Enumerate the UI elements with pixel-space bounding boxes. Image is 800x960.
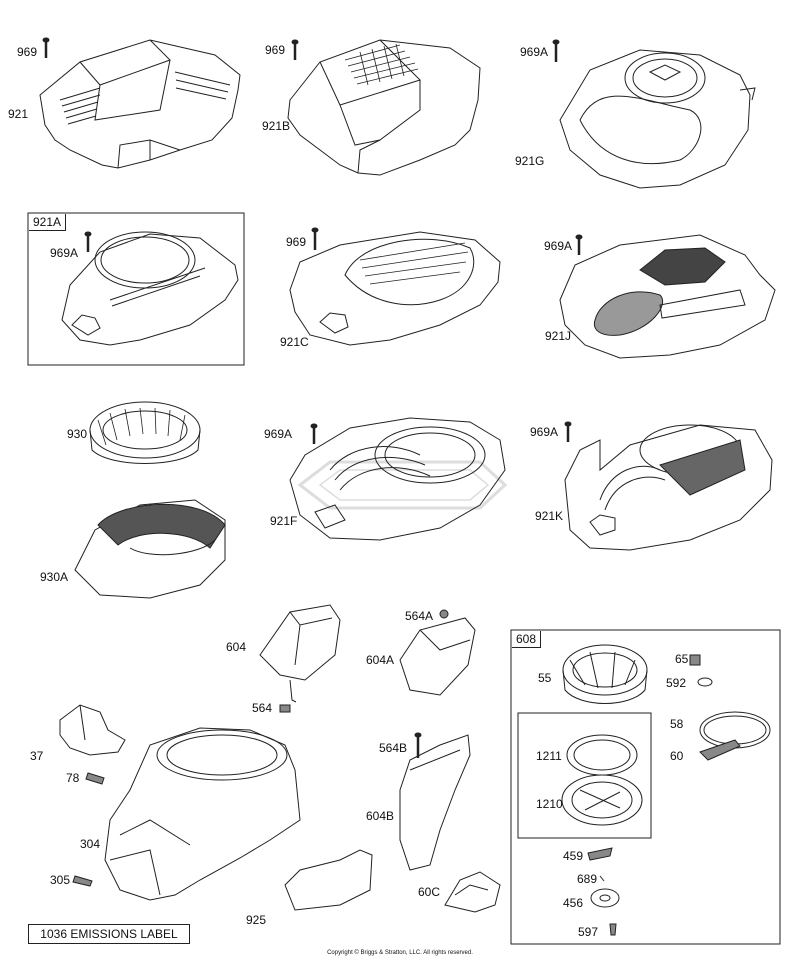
screw-969-icon: [42, 37, 50, 58]
pawl-459-icon: [587, 847, 613, 861]
label-564A: 564A: [405, 609, 434, 623]
screw-564B-icon: [414, 732, 422, 758]
copyright-notice: Copyright © Briggs & Stratton, LLC. All …: [327, 950, 473, 956]
label-604B: 604B: [366, 809, 395, 823]
screw-564A-icon: [439, 609, 449, 619]
label-304: 304: [80, 837, 101, 851]
cover-925-icon: [284, 849, 373, 911]
handle-60C-icon: [444, 871, 501, 913]
blower-housing-921J-icon: [559, 234, 776, 359]
blower-housing-304-icon: [104, 727, 301, 901]
label-969: 969: [265, 43, 286, 57]
retainer-456-icon: [590, 888, 620, 908]
label-969A: 969A: [264, 427, 293, 441]
label-969: 969: [286, 235, 307, 249]
spring-1211-icon: [566, 734, 638, 776]
label-564: 564: [252, 701, 273, 715]
screw-969A-icon: [84, 231, 92, 252]
blower-housing-921F-icon: [289, 417, 506, 541]
label-1210: 1210: [536, 797, 563, 811]
spring-689-icon: [599, 875, 605, 882]
screw-305-icon: [72, 875, 93, 887]
screw-969A-icon: [564, 421, 572, 442]
rewind-starter-55-icon: [562, 644, 648, 704]
label-604: 604: [226, 640, 247, 654]
label-921K: 921K: [535, 509, 564, 523]
screw-969-icon: [311, 227, 319, 250]
guide-604B-icon: [399, 734, 471, 871]
guide-604-icon: [259, 604, 341, 703]
label-921C: 921C: [280, 335, 309, 349]
group-box-921A: [27, 212, 245, 366]
group-box-starter-inner: [517, 712, 652, 839]
label-969A: 969A: [520, 45, 549, 59]
label-305: 305: [50, 873, 71, 887]
emissions-label-box: 1036 EMISSIONS LABEL: [28, 924, 190, 944]
pulley-1210-icon: [561, 774, 643, 826]
screw-969-icon: [291, 39, 299, 60]
watermark-logo: [297, 460, 508, 510]
label-921F: 921F: [270, 514, 298, 528]
box-tag-608: 608: [512, 631, 542, 648]
group-box-608: [510, 629, 781, 945]
label-921: 921: [8, 107, 29, 121]
screw-65-icon: [689, 654, 701, 666]
label-921B: 921B: [262, 119, 291, 133]
label-564B: 564B: [379, 741, 408, 755]
screw-597-icon: [609, 923, 617, 936]
label-597: 597: [578, 925, 599, 939]
label-78: 78: [66, 771, 80, 785]
screw-969A-icon: [310, 423, 318, 444]
label-969: 969: [17, 45, 38, 59]
blower-housing-921G-icon: [559, 49, 756, 189]
screen-930-icon: [89, 401, 201, 464]
label-37: 37: [30, 749, 44, 763]
blower-housing-921-icon: [39, 39, 241, 169]
blower-housing-921K-icon: [564, 424, 773, 551]
label-969A: 969A: [50, 246, 79, 260]
nut-592-icon: [697, 677, 713, 687]
label-689: 689: [577, 872, 598, 886]
label-925: 925: [246, 913, 267, 927]
label-58: 58: [670, 717, 684, 731]
label-604A: 604A: [366, 653, 395, 667]
label-969A: 969A: [530, 425, 559, 439]
handle-60-icon: [699, 739, 741, 761]
label-456: 456: [563, 896, 584, 910]
label-65: 65: [675, 652, 689, 666]
label-930A: 930A: [40, 570, 69, 584]
guide-604A-icon: [399, 617, 476, 696]
label-921J: 921J: [545, 329, 572, 343]
label-969A: 969A: [544, 239, 573, 253]
label-459: 459: [563, 849, 584, 863]
label-60C: 60C: [418, 885, 441, 899]
blower-housing-921B-icon: [287, 39, 481, 176]
label-592: 592: [666, 676, 687, 690]
bracket-37-icon: [59, 704, 126, 756]
label-60: 60: [670, 749, 684, 763]
screw-564-icon: [279, 704, 291, 713]
screw-969A-icon: [575, 234, 583, 255]
label-921G: 921G: [515, 154, 545, 168]
screw-78-icon: [85, 772, 105, 785]
blower-housing-921A-icon: [61, 231, 239, 346]
label-55: 55: [538, 671, 552, 685]
blower-housing-921C-icon: [289, 231, 501, 346]
label-930: 930: [67, 427, 88, 441]
label-1211: 1211: [536, 749, 562, 763]
screw-969A-icon: [552, 39, 560, 62]
screen-930A-icon: [74, 499, 226, 599]
box-tag-921A: 921A: [29, 214, 67, 231]
